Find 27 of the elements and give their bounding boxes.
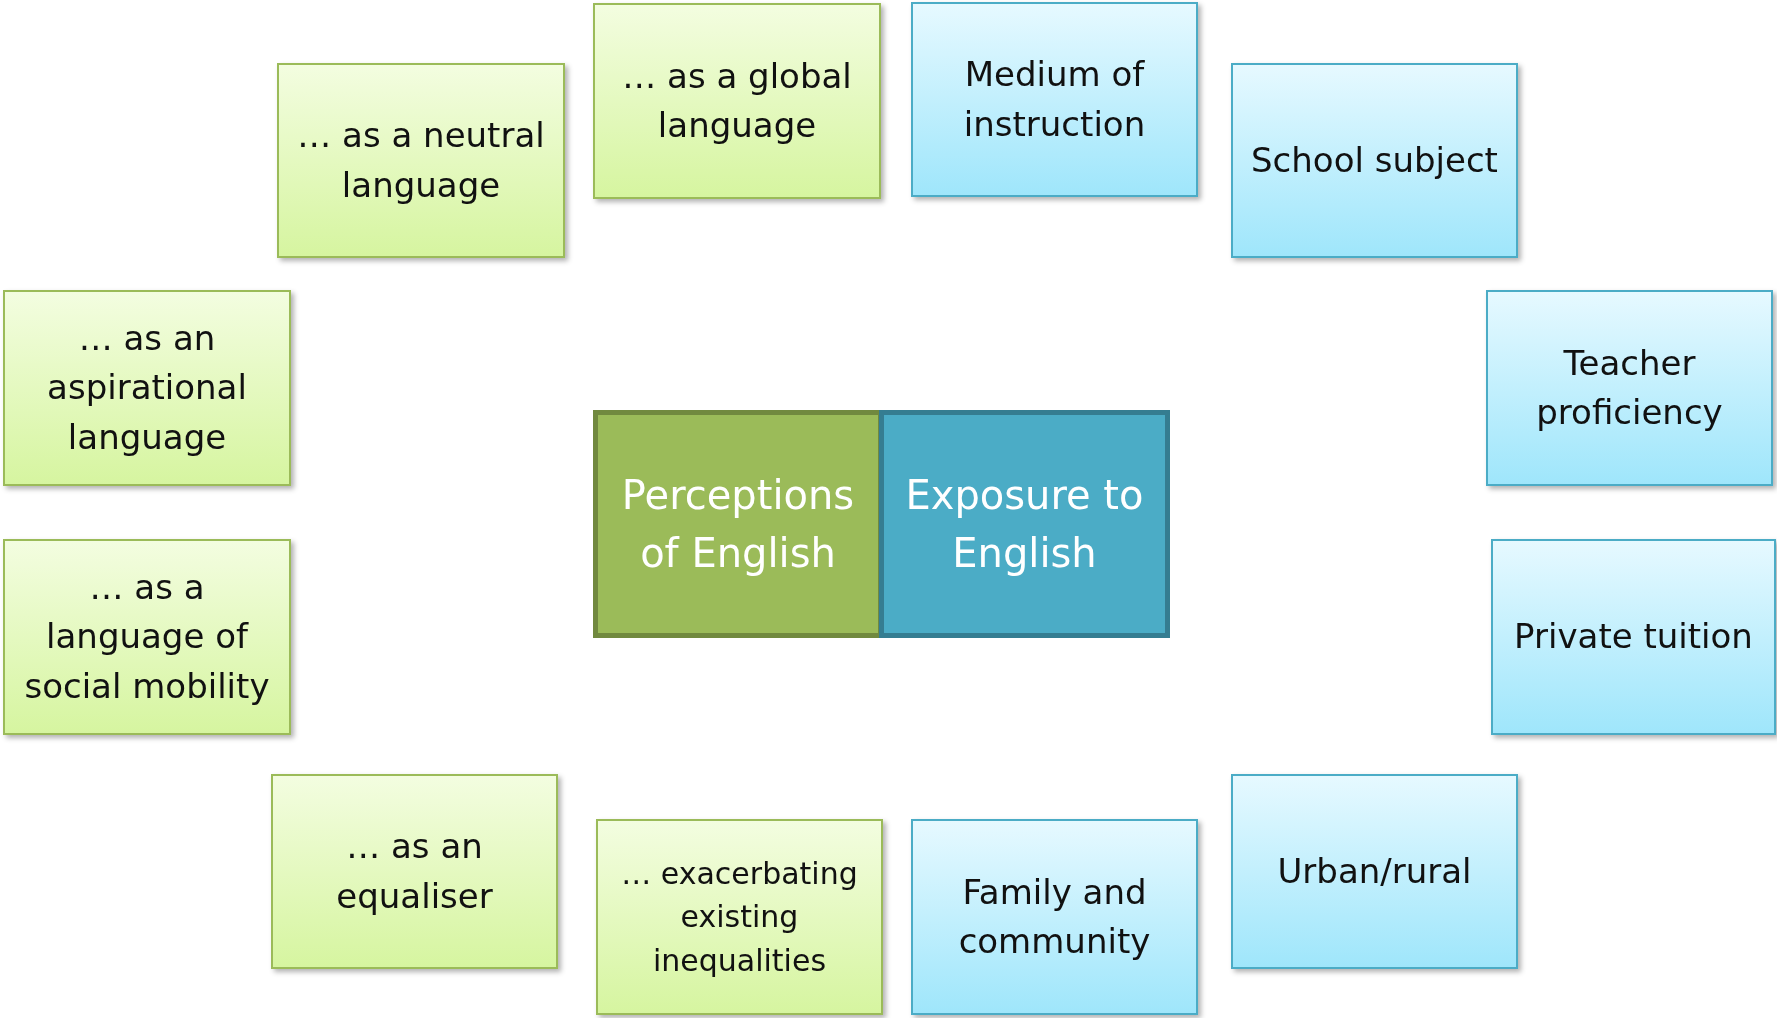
topic-box [1231, 774, 1518, 969]
box-label: Private tuition [1514, 615, 1753, 659]
topic-box [593, 3, 881, 199]
topic-box [911, 819, 1198, 1015]
box-label: School subject [1251, 138, 1498, 182]
box-label: Urban/rural [1277, 849, 1472, 893]
topic-box [1231, 63, 1518, 258]
topic-box [596, 819, 883, 1015]
topic-box [277, 63, 565, 258]
topic-box [3, 539, 291, 735]
box-label: Exposure to English [904, 471, 1145, 578]
box-label: … as a neutral language [296, 114, 546, 207]
topic-box [911, 2, 1198, 197]
topic-box [879, 410, 1170, 638]
topic-box [3, 290, 291, 486]
box-label: … as an equaliser [335, 825, 494, 918]
topic-box [1491, 539, 1776, 735]
box-label: Family and community [957, 870, 1152, 963]
topic-box [271, 774, 558, 969]
box-label: Perceptions of English [620, 471, 856, 578]
box-label: … as an aspirational language [46, 317, 248, 459]
box-label: … exacerbating existing inequalities [620, 854, 859, 980]
box-label: … as a global language [621, 54, 853, 147]
box-label: Medium of instruction [962, 53, 1147, 146]
topic-box [1486, 290, 1773, 486]
box-label: Teacher proficiency [1535, 341, 1724, 434]
box-label: … as a language of social mobility [23, 566, 271, 708]
